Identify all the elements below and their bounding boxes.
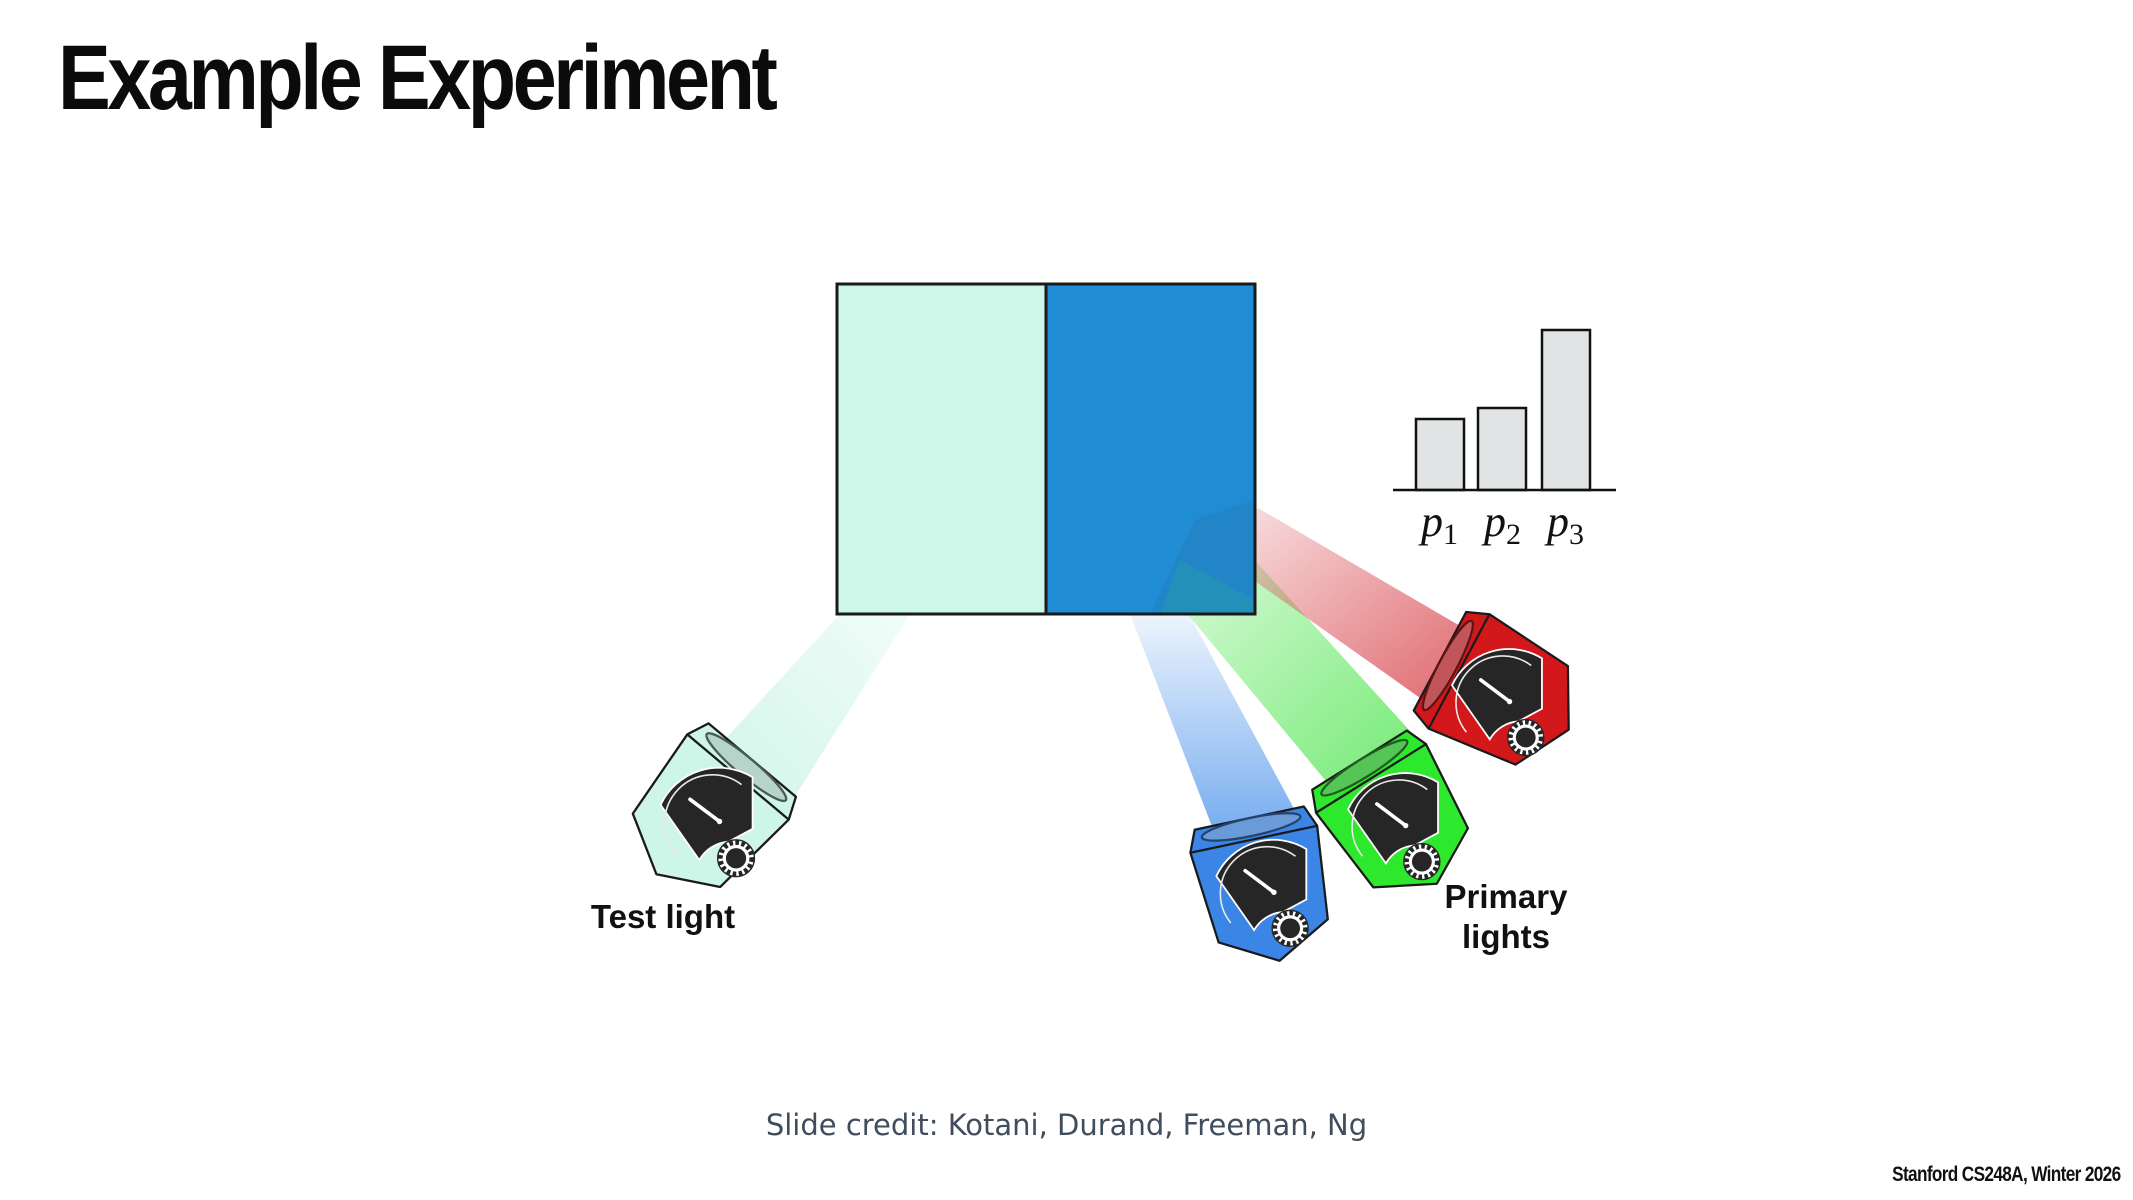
primary-lights-label-line2: lights	[1462, 918, 1550, 955]
bar-p2	[1476, 406, 1528, 492]
label-p3: p3	[1544, 497, 1584, 551]
split-color-field	[835, 282, 1257, 616]
blue-beam	[1130, 614, 1298, 842]
slide-title: Example Experiment	[58, 27, 778, 129]
bar-p1	[1414, 417, 1466, 492]
label-p1: p1	[1418, 497, 1458, 551]
bar-p3	[1540, 328, 1592, 492]
test-field-left	[837, 284, 1046, 614]
match-field-right	[1046, 284, 1255, 614]
course-footer: Stanford CS248A, Winter 2026	[1892, 1163, 2122, 1186]
red-primary-projector	[1412, 610, 1570, 766]
test-light-label: Test light	[590, 898, 736, 935]
blue-primary-projector	[1189, 805, 1329, 962]
test-light-projector	[631, 722, 798, 889]
primary-lights-label-line1: Primary	[1444, 878, 1568, 915]
slide-credit: Slide credit: Kotani, Durand, Freeman, N…	[765, 1108, 1368, 1142]
label-p2: p2	[1481, 497, 1521, 551]
red-beam	[1218, 508, 1467, 712]
primary-intensity-chart: p1 p2 p3	[1393, 328, 1616, 551]
green-primary-projector	[1311, 729, 1470, 889]
test-light-beam	[706, 614, 910, 812]
primary-lights-label: Primary lights	[1406, 877, 1606, 957]
